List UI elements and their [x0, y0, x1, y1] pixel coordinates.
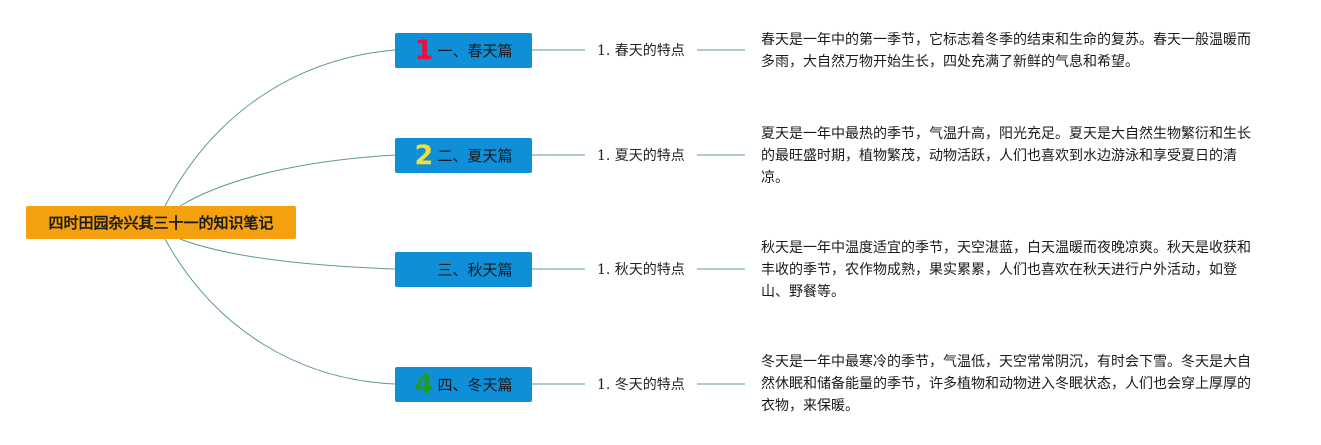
note-text: 夏天是一年中最热的季节，气温升高，阳光充足。夏天是大自然生物繁衍和生长的最旺盛时…: [761, 126, 1251, 186]
branch-topic-winter[interactable]: 4 四、冬天篇: [395, 367, 532, 402]
subtopic-summer-features[interactable]: 1. 夏天的特点: [597, 145, 697, 165]
priority-4-icon: 4: [414, 369, 434, 400]
subtopic-label: 1. 春天的特点: [597, 43, 685, 59]
subtopic-label: 1. 秋天的特点: [597, 262, 685, 278]
priority-1-icon: 1: [414, 35, 434, 66]
note-autumn: 秋天是一年中温度适宜的季节，天空湛蓝，白天温暖而夜晚凉爽。秋天是收获和丰收的季节…: [761, 237, 1256, 303]
note-summer: 夏天是一年中最热的季节，气温升高，阳光充足。夏天是大自然生物繁衍和生长的最旺盛时…: [761, 123, 1256, 189]
branch-topic-summer[interactable]: 2 二、夏天篇: [395, 138, 532, 173]
note-text: 秋天是一年中温度适宜的季节，天空湛蓝，白天温暖而夜晚凉爽。秋天是收获和丰收的季节…: [761, 240, 1251, 300]
subtopic-label: 1. 冬天的特点: [597, 377, 685, 393]
root-topic-label: 四时田园杂兴其三十一的知识笔记: [48, 214, 274, 232]
note-text: 春天是一年中的第一季节，它标志着冬季的结束和生命的复苏。春天一般温暖而多雨，大自…: [761, 32, 1251, 70]
branch-label: 四、冬天篇: [437, 376, 513, 394]
note-text: 冬天是一年中最寒冷的季节，气温低，天空常常阴沉，有时会下雪。冬天是大自然休眠和储…: [761, 354, 1251, 414]
connector-root-branch-1: [164, 49, 396, 207]
branch-label: 一、春天篇: [437, 42, 513, 60]
branch-topic-autumn[interactable]: 三、秋天篇: [395, 252, 532, 287]
connector-root-branch-2: [179, 154, 396, 207]
note-spring: 春天是一年中的第一季节，它标志着冬季的结束和生命的复苏。春天一般温暖而多雨，大自…: [761, 29, 1256, 73]
priority-2-icon: 2: [414, 140, 434, 171]
note-winter: 冬天是一年中最寒冷的季节，气温低，天空常常阴沉，有时会下雪。冬天是大自然休眠和储…: [761, 351, 1256, 417]
root-topic[interactable]: 四时田园杂兴其三十一的知识笔记: [26, 206, 296, 239]
subtopic-winter-features[interactable]: 1. 冬天的特点: [597, 374, 697, 394]
branch-topic-spring[interactable]: 1 一、春天篇: [395, 33, 532, 68]
subtopic-spring-features[interactable]: 1. 春天的特点: [597, 40, 697, 60]
subtopic-label: 1. 夏天的特点: [597, 148, 685, 164]
connector-root-branch-3: [179, 238, 396, 270]
branch-label: 三、秋天篇: [437, 261, 513, 279]
subtopic-autumn-features[interactable]: 1. 秋天的特点: [597, 259, 697, 279]
connector-root-branch-4: [164, 238, 396, 385]
branch-label: 二、夏天篇: [437, 147, 513, 165]
